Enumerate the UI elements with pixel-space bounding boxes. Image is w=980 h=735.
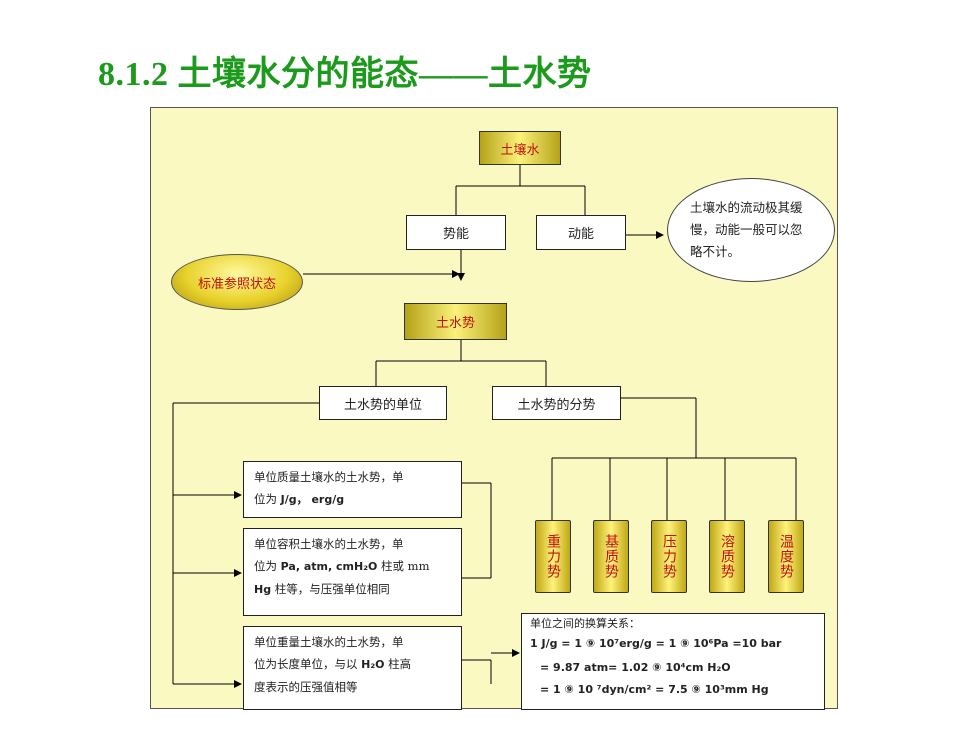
node-reference-state: 标准参照状态 bbox=[171, 254, 303, 310]
unit-box-mass-units: J/g， erg/g bbox=[280, 493, 345, 506]
component-pressure: 压力势 bbox=[651, 520, 687, 593]
conversion-box: 单位之间的换算关系： 1 J/g = 1 ⑨ 10⁷erg/g = 1 ⑨ 10… bbox=[521, 613, 825, 710]
node-units: 土水势的单位 bbox=[319, 386, 447, 420]
component-matric: 基质势 bbox=[593, 520, 629, 593]
unit-box-weight: 单位重量土壤水的土水势，单 位为长度单位，与以 H₂O 柱高 度表示的压强值相等 bbox=[243, 626, 462, 710]
component-temperature: 温度势 bbox=[768, 520, 804, 593]
component-solute: 溶质势 bbox=[709, 520, 745, 593]
unit-box-weight-suffix: 柱高 bbox=[384, 657, 412, 671]
kinetic-note-text: 土壤水的流动极其缓慢，动能一般可以忽略不计。 bbox=[690, 200, 803, 259]
unit-box-weight-prefix: 位为长度单位，与以 bbox=[254, 657, 362, 671]
node-potential-energy: 势能 bbox=[406, 215, 506, 250]
unit-box-volume: 单位容积土壤水的土水势，单 位为 Pa, atm, cmH₂O 柱或 mm Hg… bbox=[243, 528, 462, 616]
unit-box-volume-line3: 柱等，与压强单位相同 bbox=[271, 582, 390, 596]
page-title: 8.1.2 土壤水分的能态——土水势 bbox=[98, 56, 592, 93]
conversion-line3: = 1 ⑨ 10 ⁷dyn/cm² = 7.5 ⑨ 10³mm Hg bbox=[540, 683, 769, 696]
connector-lines bbox=[172, 165, 797, 688]
node-components: 土水势的分势 bbox=[492, 386, 621, 420]
node-kinetic-energy: 动能 bbox=[536, 215, 626, 250]
unit-box-mass: 单位质量土壤水的土水势，单 位为 J/g， erg/g bbox=[243, 461, 462, 518]
diagram-canvas: 土壤水 势能 动能 土壤水的流动极其缓慢，动能一般可以忽略不计。 标准参照状态 … bbox=[150, 107, 838, 710]
unit-box-weight-line1: 单位重量土壤水的土水势，单 bbox=[254, 635, 404, 649]
unit-box-volume-line1: 单位容积土壤水的土水势，单 bbox=[254, 537, 404, 551]
conversion-line2: = 9.87 atm= 1.02 ⑨ 10⁴cm H₂O bbox=[540, 661, 731, 674]
kinetic-note-ellipse: 土壤水的流动极其缓慢，动能一般可以忽略不计。 bbox=[667, 178, 835, 282]
unit-box-mass-prefix: 位为 bbox=[254, 492, 281, 506]
node-soil-water-potential: 土水势 bbox=[404, 303, 507, 340]
unit-box-volume-prefix: 位为 bbox=[254, 559, 281, 573]
unit-box-volume-hg: Hg bbox=[254, 583, 272, 596]
unit-box-mass-line1: 单位质量土壤水的土水势，单 bbox=[254, 470, 404, 484]
conversion-line1: 1 J/g = 1 ⑨ 10⁷erg/g = 1 ⑨ 10⁶Pa =10 bar bbox=[530, 637, 782, 650]
conversion-heading: 单位之间的换算关系： bbox=[530, 617, 640, 630]
unit-box-volume-suffix: 柱或 mm bbox=[377, 559, 430, 573]
node-soil-water: 土壤水 bbox=[479, 131, 561, 165]
unit-box-weight-h2o: H₂O bbox=[361, 658, 385, 671]
unit-box-weight-line3: 度表示的压强值相等 bbox=[254, 680, 358, 694]
component-gravity: 重力势 bbox=[535, 520, 571, 593]
unit-box-volume-units: Pa, atm, cmH₂O bbox=[280, 560, 378, 573]
